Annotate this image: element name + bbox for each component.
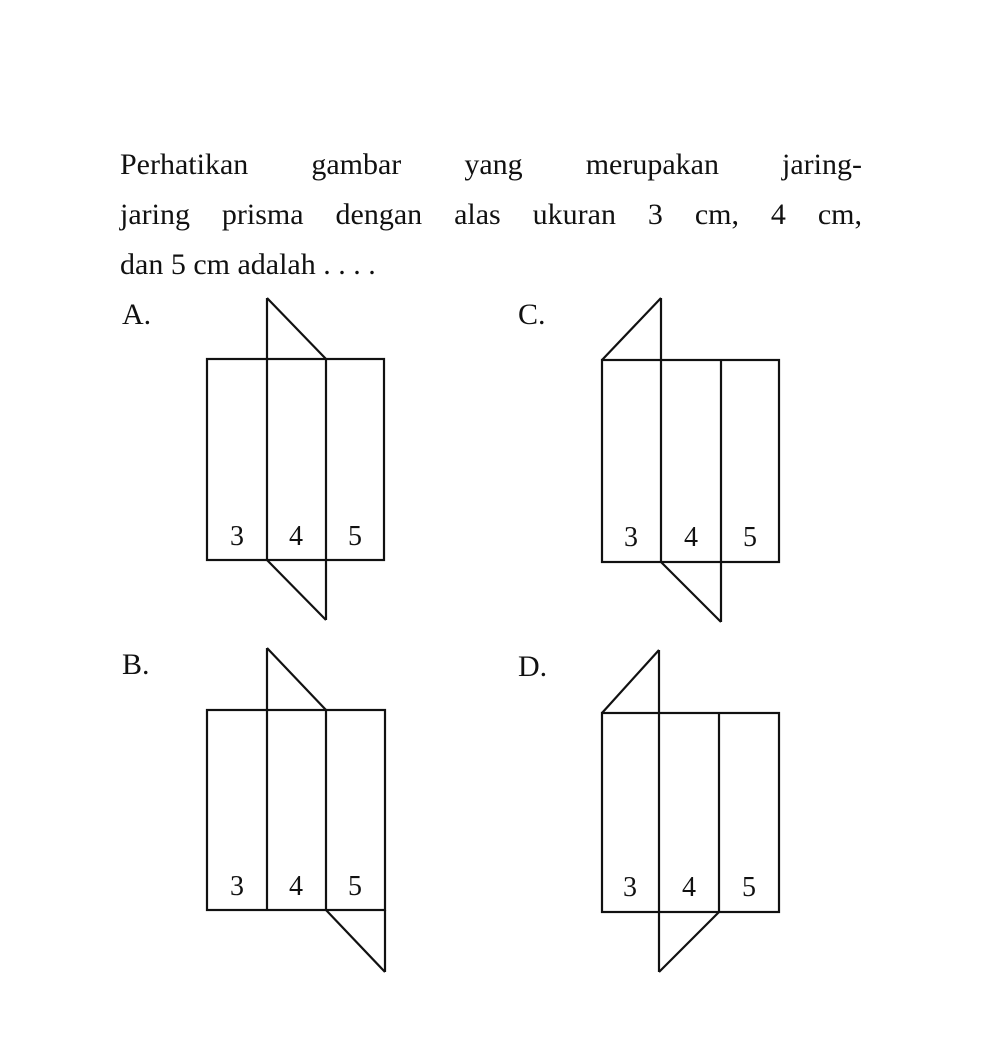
net-d-side-5: 5 (742, 872, 756, 903)
net-c-side-3: 3 (624, 522, 638, 553)
option-b-label[interactable]: B. (122, 648, 150, 681)
question-line-2: jaring prisma dengan alas ukuran 3 cm, 4… (120, 198, 862, 231)
net-c-side-5: 5 (743, 522, 757, 553)
option-c-label[interactable]: C. (518, 298, 546, 331)
net-b-rectangle (205, 708, 387, 912)
question-line-3: dan 5 cm adalah . . . . (120, 248, 376, 281)
question-line-1: Perhatikan gambar yang merupakan jaring- (120, 148, 862, 181)
net-b-bottom-triangle-edge (325, 909, 386, 973)
net-b-side-4: 4 (289, 871, 303, 902)
net-d-side-3: 3 (623, 872, 637, 903)
net-a-top-triangle-edge (266, 297, 327, 360)
net-c-bottom-triangle-edge (660, 561, 722, 623)
net-option-a: 3 4 5 (205, 297, 386, 621)
net-d-top-triangle-edge (601, 649, 660, 714)
net-b-side-3: 3 (230, 871, 244, 902)
option-d-label[interactable]: D. (518, 650, 548, 683)
net-a-side-3: 3 (230, 521, 244, 552)
net-d-side-4: 4 (682, 872, 696, 903)
net-d-bottom-triangle-edge (658, 911, 720, 973)
option-a-label[interactable]: A. (122, 298, 152, 331)
net-option-b: 3 4 5 (205, 647, 387, 973)
net-b-top-triangle-edge (266, 647, 327, 711)
net-c-top-triangle-edge (601, 297, 662, 361)
net-c-rectangle (600, 358, 781, 564)
net-c-side-4: 4 (684, 522, 698, 553)
net-option-d: 3 4 5 (600, 649, 781, 973)
net-a-side-4: 4 (289, 521, 303, 552)
net-option-c: 3 4 5 (600, 297, 781, 623)
net-a-bottom-triangle-edge (266, 559, 327, 621)
net-a-rectangle (205, 357, 386, 562)
net-b-side-5: 5 (348, 871, 362, 902)
net-d-rectangle (600, 711, 781, 914)
question-text: Perhatikan gambar yang merupakan jaring-… (120, 140, 862, 290)
net-a-side-5: 5 (348, 521, 362, 552)
